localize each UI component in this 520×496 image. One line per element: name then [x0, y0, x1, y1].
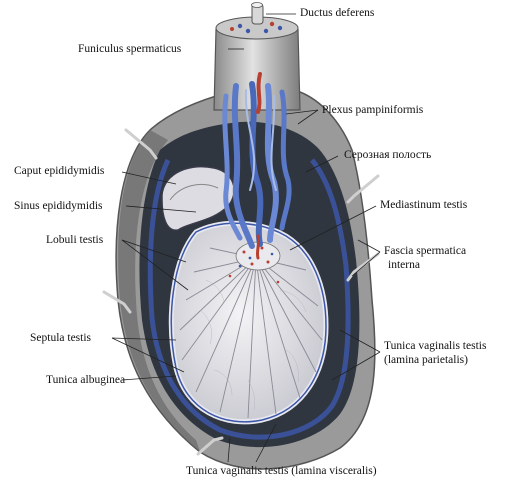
testicular-artery: [256, 72, 262, 114]
label-fascia-spermatica-1: Fascia spermatica: [384, 245, 467, 257]
label-ductus-deferens: Ductus deferens: [300, 7, 375, 19]
label-tunica-albuginea: Tunica albuginea: [46, 374, 126, 386]
label-septula-testis: Septula testis: [30, 332, 92, 344]
label-tunica-vaginalis-parietalis-2: (lamina parietalis): [384, 354, 468, 366]
tunica-albuginea-outline: [170, 222, 327, 423]
fascia-lining: [147, 158, 351, 440]
label-mediastinum-testis: Mediastinum testis: [380, 199, 468, 211]
label-plexus-pampiniformis: Plexus pampiniformis: [322, 104, 424, 116]
label-tunica-vaginalis-visceralis: Tunica vaginalis testis (lamina visceral…: [186, 465, 377, 477]
label-caput-epididymidis: Caput epididymidis: [14, 165, 105, 177]
retractor-hooks: [102, 128, 380, 456]
label-tunica-vaginalis-parietalis-1: Tunica vaginalis testis: [384, 340, 487, 352]
plexus-pampiniformis: [222, 81, 292, 249]
septula-testis: [179, 247, 323, 419]
outer-wall-shadow: [118, 130, 200, 452]
lobule-texture: [199, 279, 307, 411]
label-serous-cavity: Серозная полость: [344, 149, 432, 161]
label-lobuli-testis: Lobuli testis: [46, 234, 104, 246]
leader-lines: [111, 13, 381, 463]
label-fascia-spermatica-2: interna: [388, 259, 420, 271]
label-funiculus-spermaticus: Funiculus spermaticus: [78, 43, 182, 55]
label-sinus-epididymidis: Sinus epididymidis: [14, 200, 103, 212]
